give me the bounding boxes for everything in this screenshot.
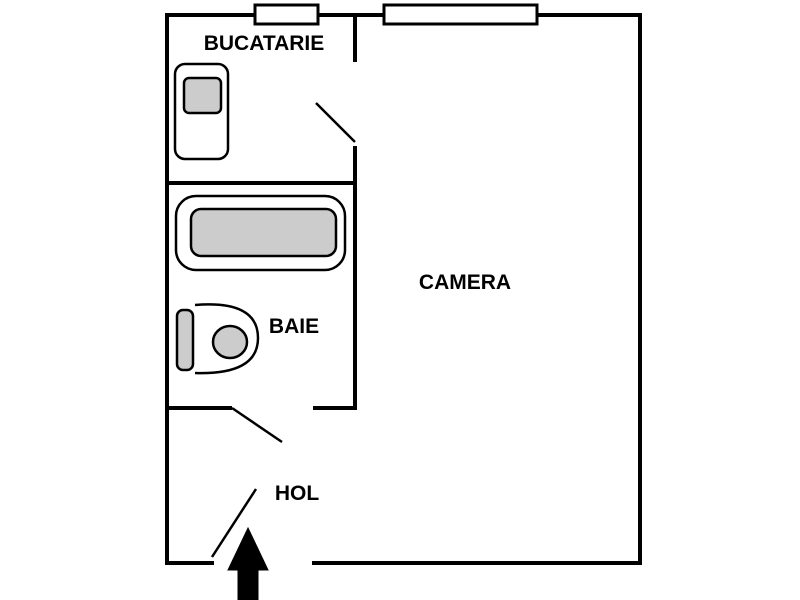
hall-label: HOL: [275, 482, 320, 505]
bathroom-label: BAIE: [269, 315, 319, 338]
entrance-door: [210, 488, 258, 558]
outer-walls: [165, 13, 642, 565]
kitchen-sink-icon: [173, 62, 230, 161]
room-label: CAMERA: [419, 271, 511, 294]
bathroom-door: [231, 406, 283, 444]
doors: [210, 102, 356, 558]
arrow-up-icon: [227, 526, 269, 600]
room-window: [382, 3, 539, 26]
kitchen-label: BUCATARIE: [204, 32, 325, 55]
interior-walls: [165, 13, 357, 410]
kitchen-window: [253, 3, 320, 26]
toilet-icon: [175, 303, 260, 375]
bathtub-icon: [174, 194, 347, 272]
kitchen-door: [315, 102, 356, 143]
